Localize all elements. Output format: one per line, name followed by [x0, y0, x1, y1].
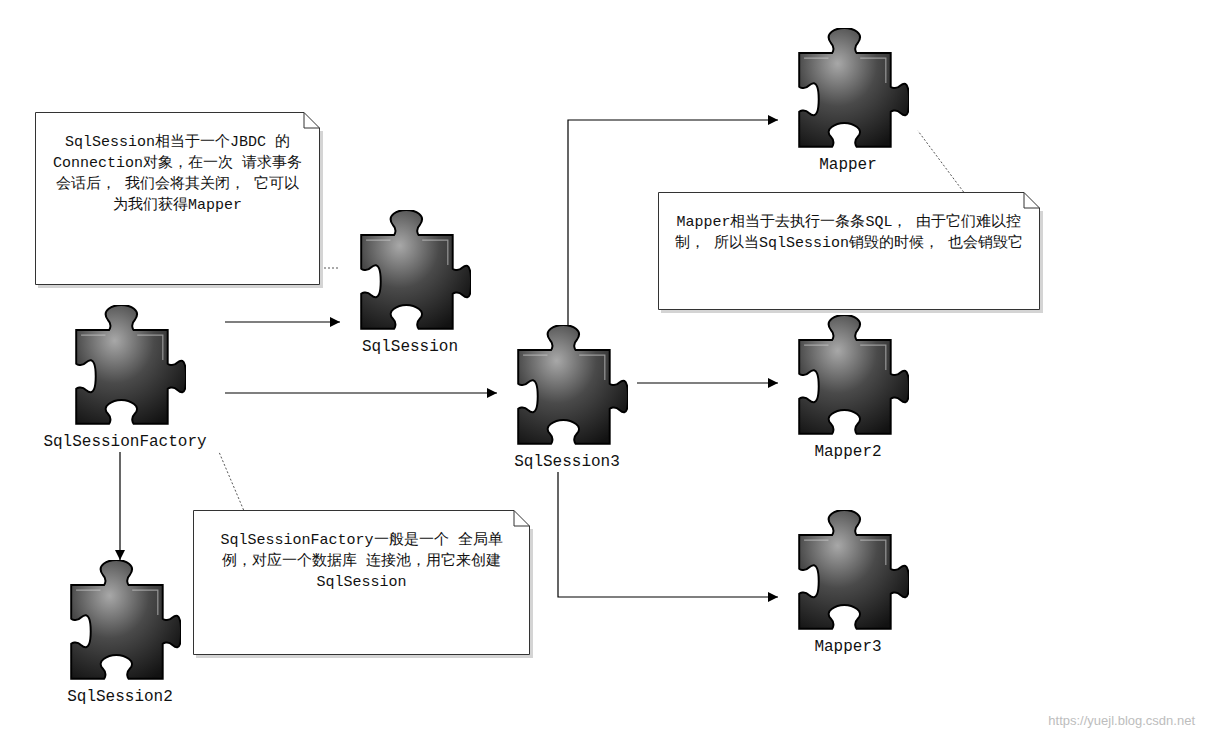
piece-label: Mapper2: [778, 442, 918, 462]
puzzle-highlight: [81, 335, 163, 360]
leader-line: [219, 452, 244, 510]
puzzle-highlight: [523, 355, 605, 380]
piece-label: SqlSession2: [50, 687, 190, 707]
puzzle-shape: [518, 325, 628, 444]
puzzle-piece: [349, 210, 471, 335]
leader-line: [918, 131, 964, 192]
puzzle-node: Mapper: [778, 28, 918, 175]
puzzle-shape: [799, 28, 909, 147]
puzzle-node: Mapper2: [778, 315, 918, 462]
note-paper: [659, 193, 1040, 310]
puzzle-node: SqlSession2: [50, 560, 190, 707]
puzzle-highlight: [76, 590, 158, 615]
puzzle-piece: [64, 305, 186, 430]
piece-label: Mapper3: [778, 637, 918, 657]
puzzle-shape: [76, 305, 186, 424]
puzzle-shape: [799, 510, 909, 629]
puzzle-piece: [787, 28, 909, 153]
note-paper: [194, 511, 530, 655]
puzzle-highlight: [804, 345, 886, 370]
puzzle-node: SqlSession: [340, 210, 480, 357]
puzzle-shape: [799, 315, 909, 434]
puzzle-node: SqlSessionFactory: [25, 305, 225, 452]
note-box: SqlSession相当于一个JBDC 的Connection对象，在一次 请求…: [35, 112, 320, 285]
note-fold: [304, 113, 320, 129]
note-box: Mapper相当于去执行一条条SQL， 由于它们难以控制， 所以当SqlSess…: [658, 192, 1040, 310]
puzzle-highlight: [366, 240, 448, 265]
puzzle-piece: [787, 510, 909, 635]
watermark: https://yuejl.blog.csdn.net: [1048, 713, 1195, 728]
note-text: SqlSessionFactory一般是一个 全局单例，对应一个数据库 连接池，…: [209, 530, 514, 593]
puzzle-shape: [361, 210, 471, 329]
piece-label: SqlSessionFactory: [25, 432, 225, 452]
puzzle-piece: [787, 315, 909, 440]
puzzle-piece: [506, 325, 628, 450]
arrow-connector: [225, 392, 497, 393]
arrow-connector: [225, 321, 340, 322]
puzzle-highlight: [804, 540, 886, 565]
puzzle-node: Mapper3: [778, 510, 918, 657]
note-box: SqlSessionFactory一般是一个 全局单例，对应一个数据库 连接池，…: [193, 510, 530, 655]
note-text: Mapper相当于去执行一条条SQL， 由于它们难以控制， 所以当SqlSess…: [674, 212, 1024, 254]
puzzle-highlight: [804, 58, 886, 83]
arrow-connector: [119, 452, 120, 560]
note-fold: [1024, 193, 1040, 209]
piece-label: Mapper: [778, 155, 918, 175]
note-paper: [36, 113, 320, 285]
puzzle-shape: [71, 560, 181, 679]
note-text: SqlSession相当于一个JBDC 的Connection对象，在一次 请求…: [51, 132, 304, 216]
note-fold: [514, 511, 530, 527]
arrow-connector: [637, 382, 778, 383]
piece-label: SqlSession: [340, 337, 480, 357]
arrow-connector: [558, 472, 778, 597]
piece-label: SqlSession3: [497, 452, 637, 472]
puzzle-piece: [59, 560, 181, 685]
note-outline: [658, 192, 1044, 314]
puzzle-node: SqlSession3: [497, 325, 637, 472]
